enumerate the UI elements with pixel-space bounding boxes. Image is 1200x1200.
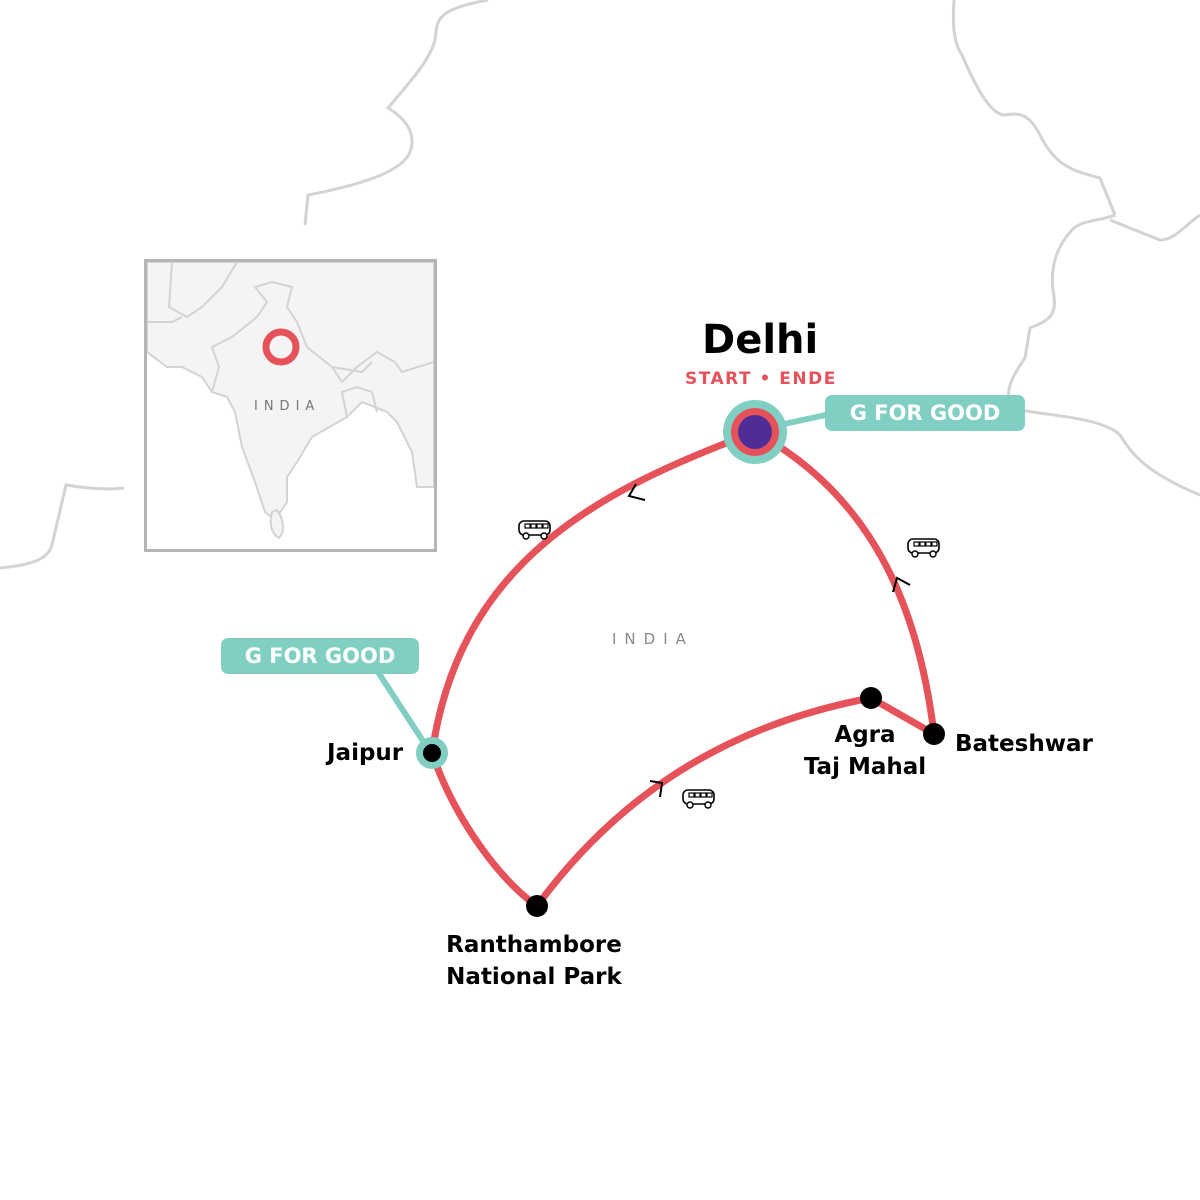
delhi-label: Delhi [702,317,819,363]
ranthambore-label-line1: Ranthambore [446,932,622,958]
bus-icon [518,520,551,540]
route-path [428,428,938,910]
jaipur-badge-connector [375,670,428,746]
country-borders [0,0,1200,570]
location-ring-icon [262,328,300,366]
agra-label-line1: Agra [834,722,896,748]
bateshwar-label: Bateshwar [955,731,1093,757]
bus-icon [682,789,715,809]
inset-land [147,262,434,540]
g-for-good-badge-jaipur[interactable]: G FOR GOOD [221,638,419,674]
agra-label-line2: Taj Mahal [803,754,927,780]
country-label: INDIA [612,630,694,648]
direction-arrows [627,483,911,798]
ranthambore-marker[interactable] [526,895,548,917]
jaipur-label: Jaipur [327,740,404,766]
start-end-label: START • ENDE [685,369,837,389]
agra-marker[interactable] [860,687,882,709]
delhi-start-marker[interactable] [723,400,787,464]
bus-icon [907,538,940,558]
g-for-good-badge-delhi[interactable]: G FOR GOOD [825,395,1025,431]
locator-inset-map: INDIA [144,259,437,552]
agra-label: Agra Taj Mahal [800,719,930,783]
ranthambore-label-line2: National Park [446,964,622,990]
inset-country-label: INDIA [254,399,321,414]
ranthambore-label: Ranthambore National Park [434,929,634,993]
jaipur-marker[interactable] [416,737,448,769]
bateshwar-marker[interactable] [923,723,945,745]
